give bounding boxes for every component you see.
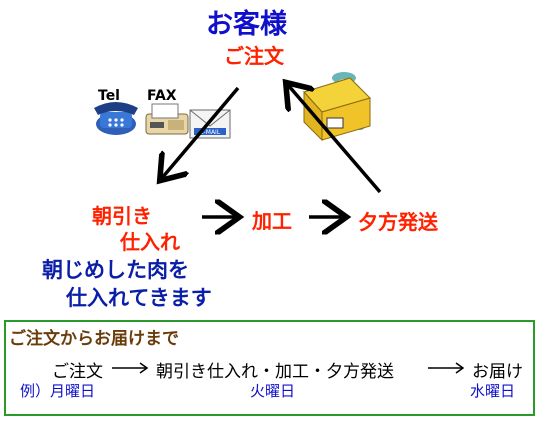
telephone-icon <box>94 102 138 135</box>
delivery-person-icon <box>303 72 371 142</box>
fax-machine-icon <box>145 103 189 135</box>
arrow-shipping-to-customer <box>288 85 382 194</box>
shipping-label: 夕方発送 <box>358 210 438 234</box>
flow-arrow-2 <box>428 362 465 374</box>
day-order: 例）月曜日 <box>20 382 96 400</box>
flow-arrow-1 <box>112 362 149 374</box>
flow-order: ご注文 <box>52 362 103 382</box>
panel-title: ご注文からお届けまで <box>9 329 179 349</box>
arrow-customer-to-buying <box>162 86 240 178</box>
email-icon-label: E-MAIL <box>200 129 221 136</box>
order-label: ご注文 <box>224 44 284 68</box>
customer-label: お客様 <box>206 9 287 40</box>
note-line2: 仕入れてきます <box>66 286 212 310</box>
email-icon: E-MAIL <box>189 109 231 139</box>
fax-label: FAX <box>147 88 177 104</box>
buy-label-line1: 朝引き <box>92 204 152 228</box>
schedule-panel <box>4 320 535 416</box>
process-label: 加工 <box>252 209 292 233</box>
flow-middle: 朝引き仕入れ・加工・夕方発送 <box>156 362 394 382</box>
tel-label: Tel <box>98 88 120 104</box>
buy-label-line2: 仕入れ <box>120 230 180 254</box>
day-middle: 火曜日 <box>250 382 296 400</box>
note-line1: 朝じめした肉を <box>42 258 189 282</box>
day-delivery: 水曜日 <box>470 382 516 400</box>
flow-delivery: お届け <box>472 362 523 382</box>
